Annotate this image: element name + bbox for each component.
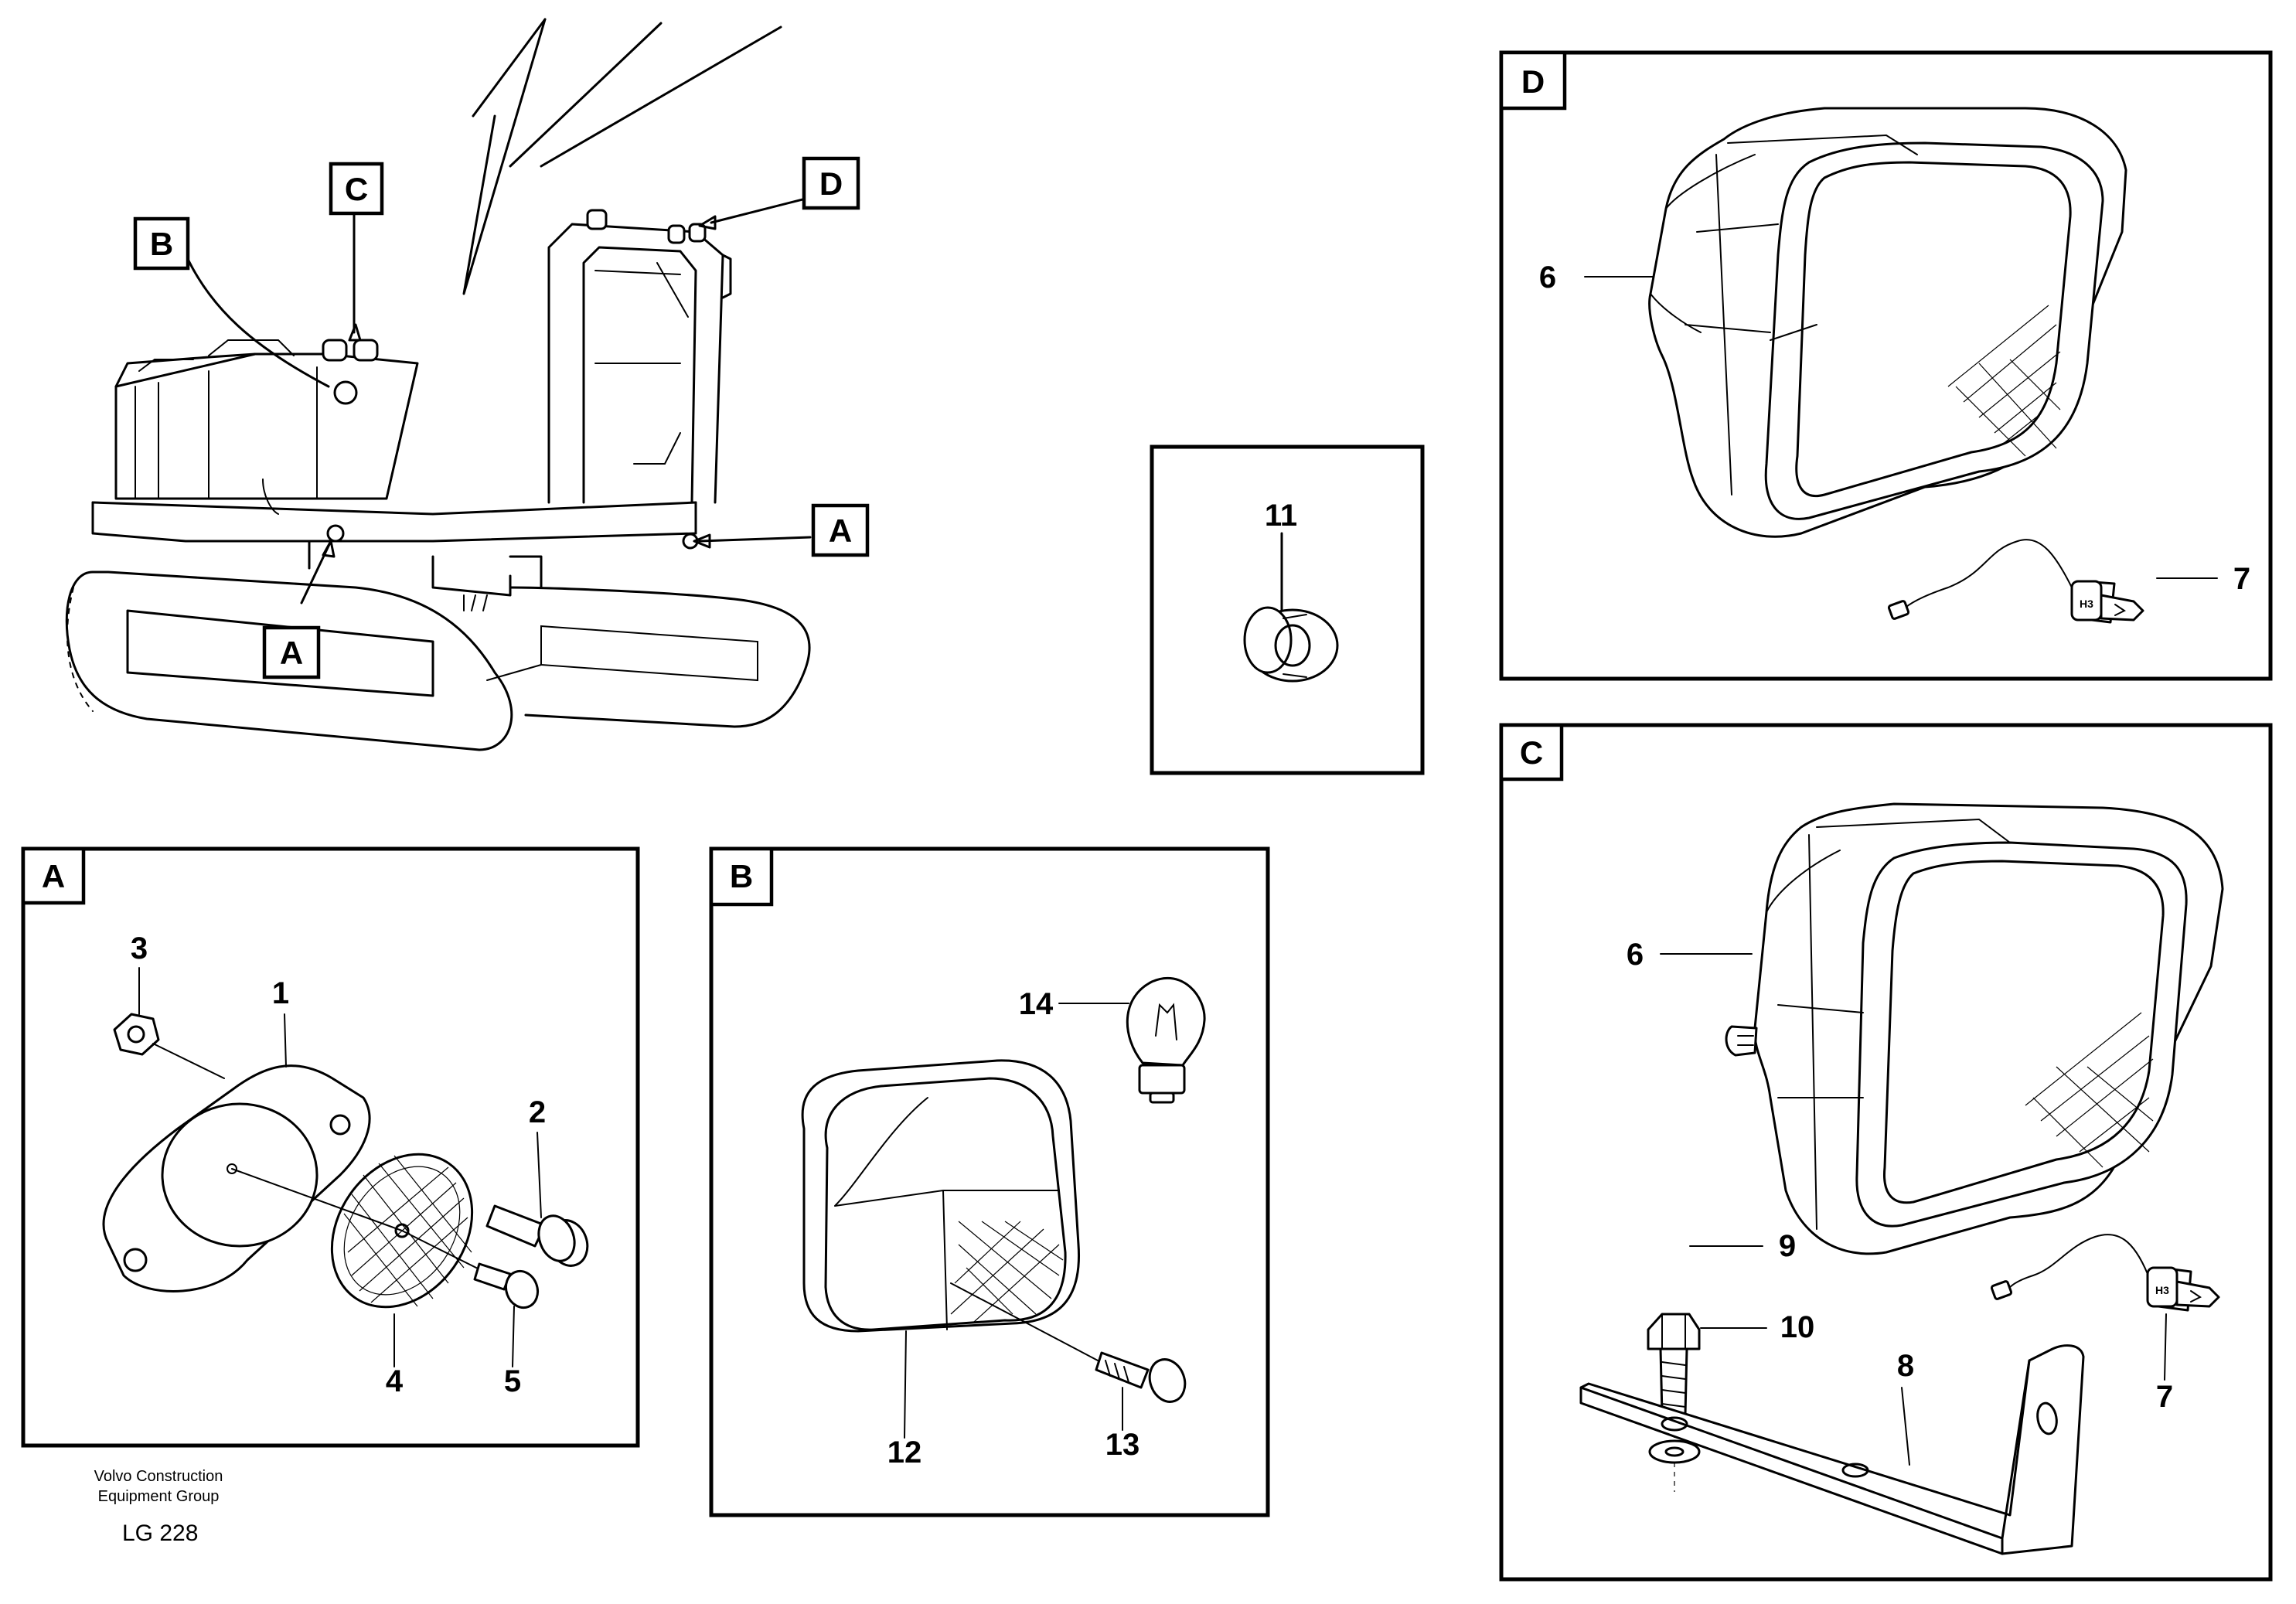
panel-grommet: 11 [1150,444,1425,775]
part-11-label: 11 [1265,499,1297,533]
panel-c-label: C [1520,734,1543,771]
panel-a-label: A [42,858,65,894]
lamp-bulb-c: H3 [1990,1234,2220,1312]
callout-c-label: C [345,171,368,207]
bulb-marking-c: H3 [2155,1284,2169,1296]
callout-c: C [329,162,384,216]
lens-screw [1095,1351,1187,1403]
work-lamp-d [1648,107,2127,538]
part-9-label: 9 [1779,1229,1796,1263]
bolt [485,1204,589,1267]
part-14-label: 14 [1019,987,1054,1021]
overview-leaders [181,196,813,604]
part-4-label: 4 [386,1364,404,1398]
bulb-marking-d: H3 [2080,598,2093,610]
callout-d-label: D [819,165,843,202]
callout-b: B [133,216,190,271]
side-lamp [801,1059,1081,1333]
part-7-label-c: 7 [2156,1380,2173,1414]
callout-a-right: A [811,503,870,557]
panel-b-label: B [730,858,753,894]
panel-d: D H3 6 7 [1499,50,2273,681]
screw [473,1262,540,1309]
lamp-bulb-d: H3 [1887,539,2144,624]
footer-company-line2: Equipment Group [98,1488,220,1505]
part-5-label: 5 [504,1364,521,1398]
mounting-bracket [1579,1344,2085,1555]
part-1-label: 1 [272,976,289,1010]
part-8-label: 8 [1897,1349,1914,1383]
part-2-label: 2 [529,1095,546,1129]
callout-a-right-label: A [829,513,852,549]
panel-c: C H3 [1499,723,2273,1582]
bulb [1126,976,1206,1104]
panel-b: B 14 12 13 [709,846,1270,1517]
reflector-base [102,1064,371,1292]
part-10-label: 10 [1780,1310,1815,1344]
callout-d: D [802,156,860,210]
washer [1648,1439,1701,1464]
work-lamp-c [1725,802,2224,1255]
part-6-label-d: 6 [1539,261,1556,295]
callout-b-label: B [150,226,173,262]
panel-d-label: D [1521,63,1545,100]
footer: Volvo Construction Equipment Group LG 22… [94,1468,223,1546]
mounting-bolt [1647,1313,1701,1416]
grommet [1243,606,1339,683]
part-13-label: 13 [1105,1428,1140,1462]
drawing-code: LG 228 [122,1521,198,1546]
callout-a-left: A [262,625,321,679]
footer-company-line1: Volvo Construction [94,1468,223,1485]
part-6-label-c: 6 [1627,938,1644,972]
part-12-label: 12 [887,1435,922,1469]
part-7-label-d: 7 [2233,562,2250,596]
part-3-label: 3 [131,931,148,965]
excavator-overview [65,18,811,751]
callout-a-left-label: A [280,635,303,671]
panel-a: A [21,846,640,1448]
hex-nut [113,1013,160,1056]
